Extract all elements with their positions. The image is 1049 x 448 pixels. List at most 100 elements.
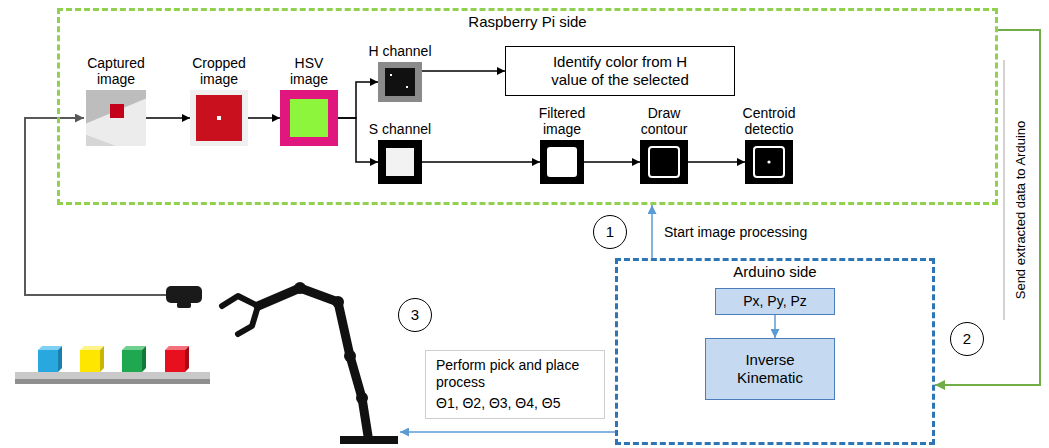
caption-group: Centroid detectio: [737, 105, 801, 137]
callout-number: 1: [606, 223, 614, 241]
box-text: Θ1, Θ2, Θ3, Θ4, Θ5: [436, 395, 594, 412]
image-panel: Captured image: [86, 90, 146, 146]
image-panel: Centroid detectio: [745, 140, 793, 184]
caption-group: Filtered image: [530, 105, 594, 137]
yellow-cube: [80, 350, 100, 372]
image-thumbnail: [280, 90, 338, 146]
photo-ground: [190, 90, 248, 146]
caption-group: Captured image: [81, 55, 151, 87]
edge-label: Send extracted data to Arduino: [1013, 120, 1028, 299]
noise-dot: [390, 74, 392, 76]
image-thumbnail: [640, 140, 688, 184]
image-panel: S channel: [378, 140, 422, 184]
process-box: Inverse Kinematic: [705, 338, 835, 400]
caption-group: Cropped image: [184, 55, 254, 87]
process-box: Px, Py, Pz: [715, 288, 835, 315]
box-text: Px, Py, Pz: [726, 293, 824, 310]
caption-group: Draw contour: [632, 105, 696, 137]
connector-arrow: [688, 161, 745, 163]
robot-joint: [294, 282, 306, 294]
image-panel: Filtered image: [540, 140, 584, 184]
yellow-cube-side: [100, 346, 104, 372]
robot-joint: [344, 350, 356, 362]
channel-target: [385, 68, 415, 96]
connector-arrow: [584, 161, 640, 163]
centroid-dot: [767, 160, 770, 163]
red-cube: [165, 350, 185, 372]
photo-ground: [86, 90, 146, 146]
process-box: Identify color from H value of the selec…: [505, 46, 735, 96]
centroid-ground: [745, 140, 793, 184]
noise-dot: [406, 86, 408, 88]
image-thumbnail: [378, 62, 422, 102]
edge-label: Start image processing: [664, 224, 807, 241]
red-cube-side: [185, 346, 189, 372]
robot-joint: [332, 296, 344, 308]
image-caption: HSV image: [278, 55, 340, 87]
image-thumbnail: [190, 90, 248, 146]
filtered-ground: [540, 140, 584, 184]
connector-arrow: [146, 117, 190, 119]
image-caption: S channel: [362, 121, 438, 137]
region-title: Raspberry Pi side: [60, 11, 995, 31]
red-target: [196, 95, 242, 141]
table-top: [15, 372, 210, 379]
image-caption: Draw contour: [632, 105, 696, 137]
connector-arrow: [651, 205, 653, 258]
connector-arrow: [248, 117, 280, 119]
table-edge: [15, 379, 210, 384]
bracket-line: [1004, 60, 1005, 320]
camera-lens: [177, 302, 191, 308]
caption-group: HSV image: [278, 55, 340, 87]
channel-ground: [378, 140, 422, 184]
callout-circle: 1: [593, 215, 627, 249]
callout-number: 3: [411, 306, 419, 324]
channel-target: [386, 148, 414, 176]
image-panel: Draw contour: [640, 140, 688, 184]
image-caption: Cropped image: [184, 55, 254, 87]
connector-arrow: [935, 30, 1040, 385]
red-cube-top: [165, 346, 189, 350]
image-thumbnail: [745, 140, 793, 184]
callout-circle: 3: [398, 298, 432, 332]
connector-arrow: [338, 82, 378, 118]
hsv-target: [290, 99, 328, 137]
image-caption: Centroid detectio: [737, 105, 801, 137]
photo-shadow: [86, 135, 116, 146]
box-text: Inverse Kinematic: [724, 351, 816, 387]
photo-light: [86, 98, 146, 146]
contour-line: [649, 147, 679, 177]
image-thumbnail: [378, 140, 422, 184]
blue-cube: [38, 350, 58, 372]
green-cube-top: [122, 346, 146, 350]
robot-arm: [258, 288, 368, 436]
connector-arrow: [774, 315, 776, 338]
center-dot: [217, 116, 221, 120]
caption-group: H channel: [362, 43, 438, 59]
green-cube: [122, 350, 142, 372]
blue-cube-top: [38, 346, 62, 350]
yellow-cube-top: [80, 346, 104, 350]
camera-body: [166, 286, 202, 303]
region-title: Arduino side: [618, 261, 932, 281]
image-panel: HSV image: [280, 90, 338, 146]
box-text: Perform pick and place process: [436, 357, 594, 391]
callout-circle: 2: [950, 322, 984, 356]
channel-ground: [378, 62, 422, 102]
callout-number: 2: [963, 330, 971, 348]
image-thumbnail: [86, 90, 146, 146]
filtered-target: [547, 147, 577, 177]
region-panel: Arduino sidePx, Py, Pz Inverse Kinematic: [615, 258, 935, 445]
image-thumbnail: [540, 140, 584, 184]
red-target: [110, 104, 124, 118]
command-arrow: [400, 431, 615, 433]
blue-cube-side: [58, 346, 62, 372]
image-caption: Filtered image: [530, 105, 594, 137]
green-cube-side: [142, 346, 146, 372]
note-box: Perform pick and place processΘ1, Θ2, Θ3…: [425, 350, 605, 419]
image-caption: Captured image: [81, 55, 151, 87]
box-text: Identify color from H value of the selec…: [536, 53, 704, 89]
hsv-ground: [280, 90, 338, 146]
contour-line: [754, 147, 784, 177]
